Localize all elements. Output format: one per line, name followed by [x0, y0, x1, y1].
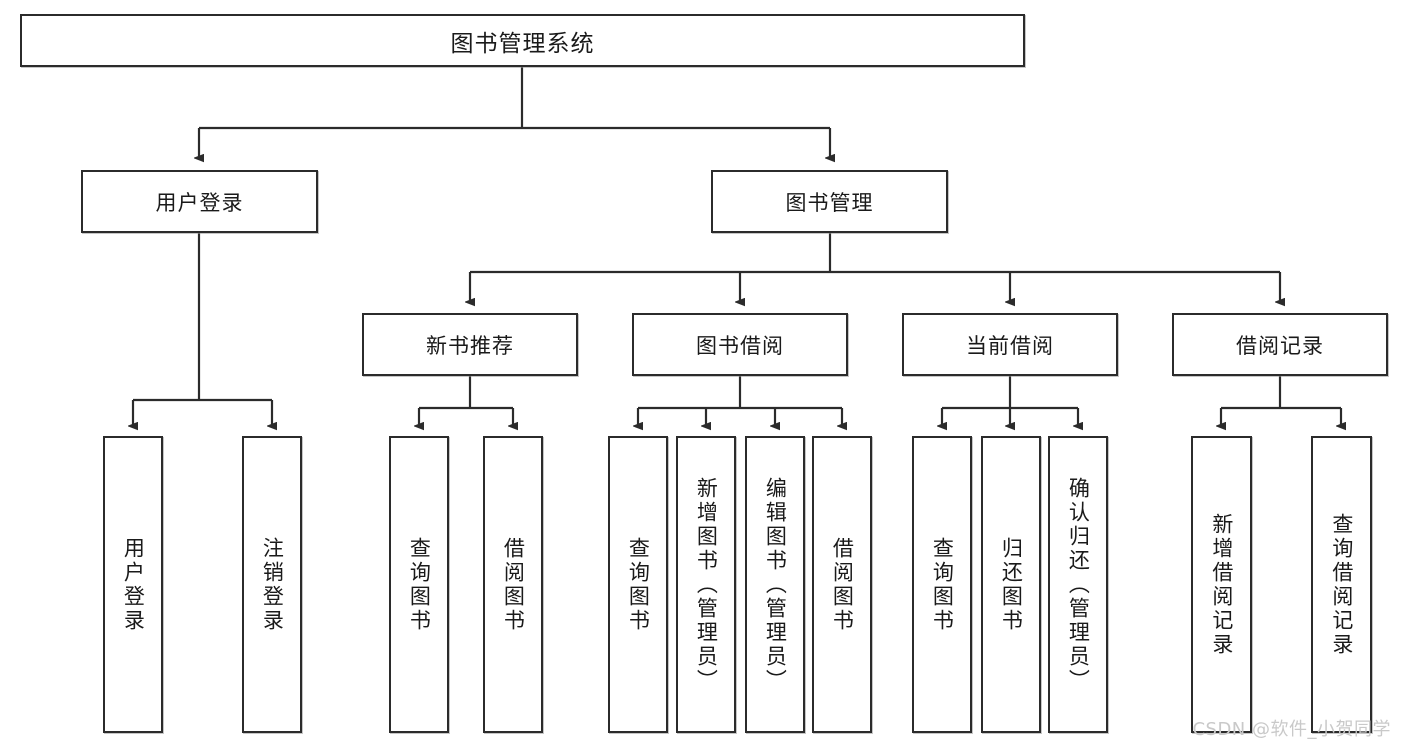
node-label: 图书管理系统	[450, 30, 595, 57]
leaf-current-borrow-return-book[interactable]: 归还图书	[981, 436, 1041, 733]
leaf-book-borrow-add-book-admin[interactable]: 新增图书（管理员）	[676, 436, 736, 733]
leaf-book-borrow-edit-book-admin[interactable]: 编辑图书（管理员）	[745, 436, 805, 733]
watermark-csdn: CSDN @软件_小贺同学	[1192, 719, 1391, 740]
node-borrow-record[interactable]: 借阅记录	[1172, 313, 1388, 376]
node-root-library-management-system[interactable]: 图书管理系统	[20, 14, 1025, 67]
node-new-book-recommend[interactable]: 新书推荐	[362, 313, 578, 376]
node-label: 借阅图书	[501, 536, 526, 633]
node-label: 借阅记录	[1236, 333, 1324, 358]
node-label: 注销登录	[260, 536, 285, 633]
leaf-new-book-query-book[interactable]: 查询图书	[389, 436, 449, 733]
leaf-new-book-borrow-book[interactable]: 借阅图书	[483, 436, 543, 733]
leaf-borrow-record-add-record[interactable]: 新增借阅记录	[1191, 436, 1252, 733]
node-book-management[interactable]: 图书管理	[711, 170, 948, 233]
node-label: 新书推荐	[426, 333, 514, 358]
leaf-borrow-record-query-record[interactable]: 查询借阅记录	[1311, 436, 1372, 733]
node-label: 查询图书	[626, 536, 651, 633]
leaf-user-login-logout[interactable]: 注销登录	[242, 436, 302, 733]
node-label: 用户登录	[155, 190, 244, 215]
node-label: 查询图书	[407, 536, 432, 633]
node-label: 确认归还（管理员）	[1066, 476, 1091, 693]
node-label: 用户登录	[121, 536, 146, 633]
leaf-current-borrow-confirm-return-admin[interactable]: 确认归还（管理员）	[1048, 436, 1108, 733]
leaf-current-borrow-query-book[interactable]: 查询图书	[912, 436, 972, 733]
node-current-borrow[interactable]: 当前借阅	[902, 313, 1118, 376]
node-label: 借阅图书	[830, 536, 855, 633]
node-label: 图书借阅	[696, 333, 784, 358]
node-label: 图书管理	[785, 190, 874, 215]
node-label: 新增图书（管理员）	[694, 476, 719, 693]
node-label: 归还图书	[999, 536, 1024, 633]
node-user-login[interactable]: 用户登录	[81, 170, 318, 233]
node-label: 编辑图书（管理员）	[763, 476, 788, 693]
leaf-book-borrow-query-book[interactable]: 查询图书	[608, 436, 668, 733]
node-label: 查询借阅记录	[1329, 512, 1354, 657]
leaf-user-login-login[interactable]: 用户登录	[103, 436, 163, 733]
node-label: 新增借阅记录	[1209, 512, 1234, 657]
node-label: 当前借阅	[966, 333, 1054, 358]
node-book-borrow[interactable]: 图书借阅	[632, 313, 848, 376]
leaf-book-borrow-borrow-book[interactable]: 借阅图书	[812, 436, 872, 733]
node-label: 查询图书	[930, 536, 955, 633]
